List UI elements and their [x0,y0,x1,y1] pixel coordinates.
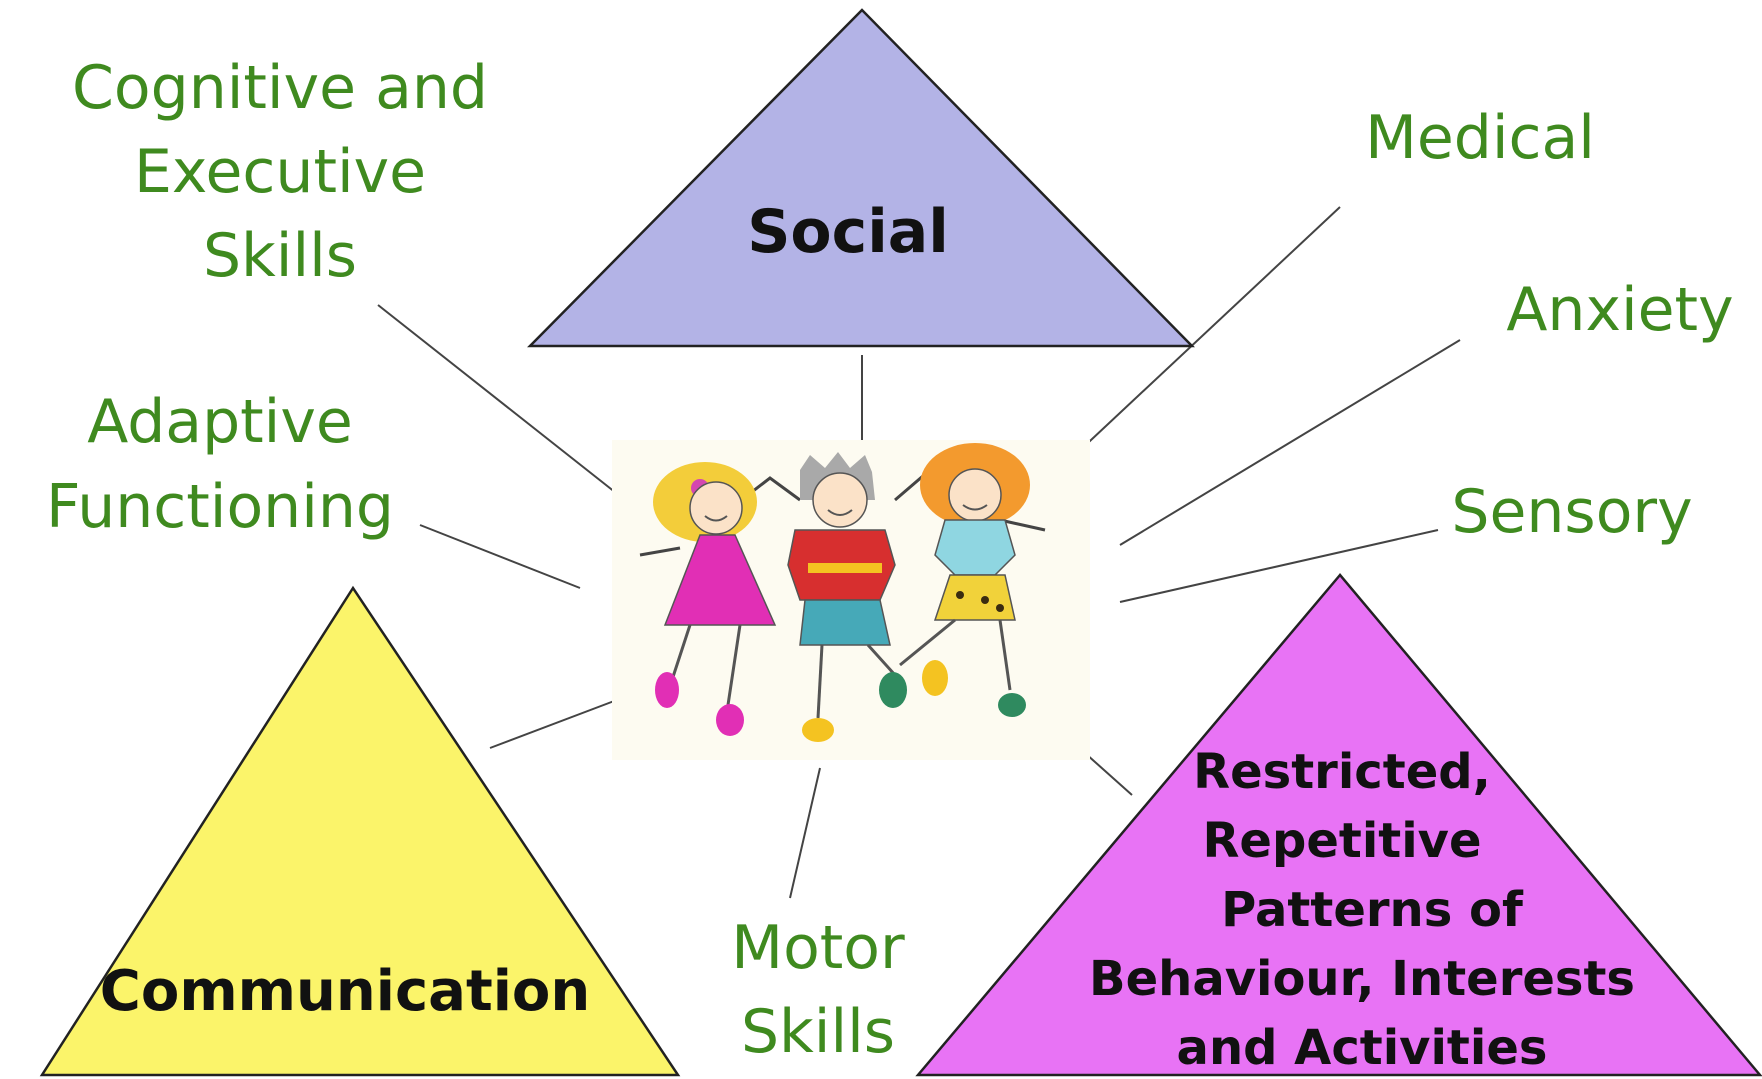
feature-sensory: Sensory [1451,477,1692,547]
left-girl-leg-1 [670,624,692,681]
rrb-label-line-4: Behaviour, Interests [1089,951,1635,1007]
girl-free-arm [639,546,681,557]
middle-boy-shirt-stripe [808,563,882,573]
right-girl-skirt-spot-1 [956,591,964,599]
rrb-label-line-2: Repetitive [1202,813,1481,869]
right-girl-leg-1 [899,618,956,667]
communication-triangle [39,585,681,1077]
right-girl-face [948,468,1002,522]
left-girl-face [689,481,743,535]
girl-right-free-arm [999,518,1046,532]
left-girl-shoe-1 [655,672,679,708]
middle-boy-face [812,472,868,528]
motor-line-2: Skills [741,997,895,1067]
left-girl-dress [663,534,777,626]
middle-boy [787,452,948,742]
adaptive-line-1: Adaptive [87,387,353,457]
right-girl-skirt-spot-3 [996,604,1004,612]
connector-sensory [1119,529,1439,603]
feature-anxiety: Anxiety [1506,275,1733,345]
right-girl-smile [962,504,988,511]
connector-motor [789,767,821,899]
left-girl-smile [704,515,728,522]
rrb-label-line-5: and Activities [1177,1020,1548,1076]
social-domain: Social [527,8,1195,348]
feature-motor: Motor Skills [731,913,905,1067]
connector-adaptive [419,524,581,589]
right-girl-leg-2 [998,619,1012,691]
motor-line-1: Motor [731,913,905,983]
rrb-triangle [915,573,1762,1077]
right-girl [879,443,1030,717]
right-girl-shirt [934,519,1016,576]
feature-medical: Medical [1365,103,1595,173]
connector-communication [489,694,631,749]
adaptive-line-2: Functioning [46,472,394,542]
right-girl-skirt [933,574,1016,621]
right-girl-shoe-1 [879,672,907,708]
feature-adaptive: Adaptive Functioning [46,387,394,542]
cognitive-line-2: Executive [134,137,426,207]
rrb-label: Restricted, Repetitive Patterns of Behav… [1089,744,1635,1076]
social-label: Social [747,197,949,267]
left-girl [653,462,777,736]
middle-boy-leg-2 [866,643,897,677]
cognitive-line-3: Skills [203,221,357,291]
right-girl-skirt-spot-2 [981,596,989,604]
communication-domain: Communication [39,585,681,1077]
three-children-illustration [612,440,1090,760]
feature-cognitive: Cognitive and Executive Skills [72,53,488,291]
rrb-label-line-1: Restricted, [1193,744,1491,800]
rrb-label-line-3: Patterns of [1221,882,1524,938]
rrb-domain: Restricted, Repetitive Patterns of Behav… [915,573,1762,1077]
left-girl-shoe-2 [716,704,744,736]
cognitive-line-1: Cognitive and [72,53,488,123]
communication-label: Communication [100,959,591,1024]
left-girl-leg-2 [726,624,742,706]
middle-boy-shorts [799,599,891,646]
right-girl-shoe-2 [998,693,1026,717]
middle-boy-shoe-2 [922,660,948,696]
middle-boy-smile [827,509,853,516]
connector-cognitive [377,304,626,501]
connector-anxiety [1119,339,1461,546]
middle-boy-shoe-1 [802,718,834,742]
connector-medical [1074,206,1341,456]
middle-boy-leg-1 [816,644,824,719]
social-triangle [527,8,1195,348]
